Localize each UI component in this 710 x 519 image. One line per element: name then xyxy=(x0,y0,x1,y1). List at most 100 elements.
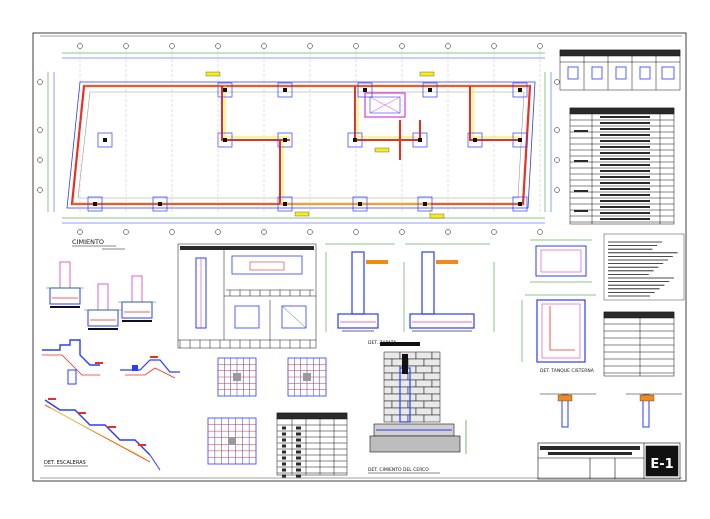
schedule-mark xyxy=(296,468,301,472)
axis-bubble xyxy=(445,229,451,235)
spec-row-label xyxy=(574,160,588,162)
brick xyxy=(383,386,393,395)
axis-bubble xyxy=(169,43,175,49)
column xyxy=(518,138,522,142)
axis-bubble xyxy=(215,229,221,235)
cistern-detail-title: DET. TANQUE CISTERNA xyxy=(540,368,595,374)
spec-row-text xyxy=(600,212,650,214)
column xyxy=(473,138,477,142)
brick xyxy=(383,379,401,388)
axis-bubble xyxy=(554,187,560,193)
column xyxy=(428,88,432,92)
stairs-detail-title: DET. ESCALERAS xyxy=(44,460,86,466)
axis-bubble xyxy=(554,127,560,133)
brick xyxy=(415,393,433,402)
spec-row-text xyxy=(600,152,650,154)
axis-bubble xyxy=(399,43,405,49)
foundation-detail-title: DET. CIMIENTO DEL CERCO xyxy=(368,467,429,473)
schedule-mark xyxy=(296,456,301,460)
schedule-mark xyxy=(282,456,286,460)
column-footing xyxy=(152,196,168,212)
mesh-column xyxy=(303,373,311,381)
column-footing xyxy=(357,82,373,98)
brick xyxy=(415,351,433,360)
schedule-mark xyxy=(296,474,301,478)
brick xyxy=(423,400,441,409)
axis-bubble xyxy=(537,43,543,49)
axis-bubble xyxy=(307,43,313,49)
brick xyxy=(415,407,433,416)
axis-bubble xyxy=(37,127,43,133)
column xyxy=(358,202,362,206)
spec-row-text xyxy=(600,128,650,130)
spec-row-text xyxy=(600,158,650,160)
section-footing xyxy=(121,301,153,319)
title-block: E-1 xyxy=(537,442,681,480)
section-footing xyxy=(49,287,81,305)
axis-bubble xyxy=(37,79,43,85)
brick xyxy=(423,358,441,367)
brick xyxy=(407,358,425,367)
schedule-mark xyxy=(282,444,286,448)
fence-foundation-detail: DET. ZAPATA DET. CIMIENTO DEL CERCO xyxy=(368,340,467,474)
section-footing xyxy=(87,309,119,327)
brick xyxy=(383,400,393,409)
column xyxy=(223,138,227,142)
axis-bubble xyxy=(261,43,267,49)
column-footing xyxy=(352,196,368,212)
schedule-mark xyxy=(282,450,286,454)
sheet-frame xyxy=(32,32,687,482)
bottom-dimension-lines xyxy=(62,217,545,224)
spec-row-text xyxy=(600,170,650,172)
column xyxy=(283,88,287,92)
section-base xyxy=(88,328,118,330)
column xyxy=(518,88,522,92)
section-base xyxy=(50,306,80,308)
spec-row-label xyxy=(574,190,588,192)
column-footing xyxy=(422,82,438,98)
column-footing xyxy=(87,196,103,212)
brick xyxy=(415,379,433,388)
brick xyxy=(383,358,393,367)
axis-bubble xyxy=(399,229,405,235)
column xyxy=(363,88,367,92)
axis-bubble xyxy=(261,229,267,235)
mesh-column xyxy=(233,373,241,381)
schedule-mark xyxy=(296,450,301,454)
column xyxy=(423,202,427,206)
spec-row-text xyxy=(600,194,650,196)
schedule-mark xyxy=(282,438,286,442)
brick xyxy=(383,351,401,360)
brick xyxy=(399,379,417,388)
axis-bubble xyxy=(445,43,451,49)
column xyxy=(93,202,97,206)
brick xyxy=(399,407,417,416)
spec-row-text xyxy=(600,176,650,178)
axis-bubble xyxy=(353,43,359,49)
column-footing xyxy=(512,82,528,98)
column xyxy=(223,88,227,92)
brick xyxy=(423,372,441,381)
column xyxy=(103,138,107,142)
brick xyxy=(399,393,417,402)
plan-tags xyxy=(205,71,445,219)
column xyxy=(158,202,162,206)
brick xyxy=(383,414,393,423)
schedule-mark xyxy=(282,462,286,466)
column-footing xyxy=(512,132,528,148)
axis-bubble xyxy=(77,229,83,235)
stairs-detail: DET. ESCALERAS xyxy=(42,339,180,471)
column-detail-panel xyxy=(177,243,317,349)
brick xyxy=(423,414,441,423)
schedule-mark xyxy=(296,432,301,436)
schedule-mark xyxy=(282,432,286,436)
column-footing xyxy=(277,132,293,148)
plan-columns xyxy=(87,82,528,212)
specification-table xyxy=(569,107,675,225)
column xyxy=(283,138,287,142)
axis-bubble xyxy=(554,79,560,85)
brick xyxy=(415,365,433,374)
brick xyxy=(423,386,441,395)
cistern-detail: DET. TANQUE CISTERNA xyxy=(521,239,596,374)
